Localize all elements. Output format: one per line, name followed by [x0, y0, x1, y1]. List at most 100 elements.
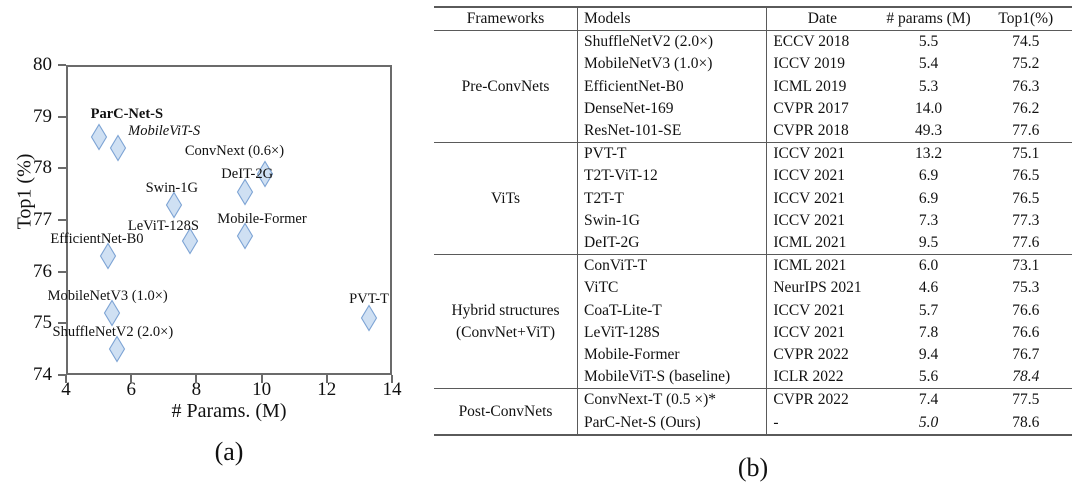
- group-label-line: (ConvNet+ViT): [455, 323, 556, 341]
- cell-params: 7.3: [918, 211, 939, 229]
- cell-params: 6.0: [918, 257, 939, 275]
- cell-top1: 77.3: [1012, 211, 1040, 229]
- cell-params: 5.5: [918, 33, 939, 51]
- cell-model: Mobile-Former: [577, 344, 768, 367]
- cell-top1: 76.7: [1012, 346, 1040, 364]
- cell-date: ECCV 2018: [773, 33, 850, 51]
- cell-model: EfficientNet-B0: [577, 75, 768, 98]
- cell-date: ICML 2021: [773, 234, 847, 252]
- cell-top1: 75.1: [1012, 145, 1040, 163]
- cell-top1: 75.2: [1012, 55, 1040, 73]
- y-tick-mark: [58, 167, 66, 170]
- cell-params: 7.8: [918, 323, 939, 341]
- cell-params: 14.0: [914, 99, 943, 117]
- y-tick-label: 77: [33, 209, 52, 230]
- cell-top1: 75.3: [1012, 279, 1040, 297]
- x-tick-mark: [391, 375, 393, 383]
- cell-date: ICCV 2021: [773, 145, 845, 163]
- cell-top1: 76.6: [1012, 323, 1040, 341]
- cell-date: ICCV 2021: [773, 323, 845, 341]
- table-row: MobileNetV3 (1.0×) ICCV 2019 5.4 75.2: [434, 53, 1072, 76]
- cell-date: ICCV 2021: [773, 301, 845, 319]
- cell-model: LeViT-128S: [577, 321, 768, 345]
- group-label: Hybrid structures (ConvNet+ViT): [434, 254, 578, 389]
- x-tick-label: 6: [126, 379, 136, 400]
- x-tick-mark: [130, 375, 133, 383]
- data-point-label: MobileNetV3 (1.0×): [47, 288, 168, 304]
- cell-model: ConViT-T: [577, 254, 768, 278]
- x-tick-mark: [195, 375, 198, 383]
- cell-top1: 77.6: [1012, 234, 1040, 252]
- cell-date: ICCV 2021: [773, 211, 845, 229]
- cell-params: 5.6: [918, 368, 939, 386]
- group-label: Pre-ConvNets: [434, 30, 578, 143]
- group-label: ViTs: [434, 142, 578, 255]
- cell-model: ShuffleNetV2 (2.0×): [577, 30, 768, 54]
- cell-params: 6.9: [918, 189, 939, 207]
- cell-top1: 78.6: [1012, 413, 1040, 431]
- cell-params: 9.5: [918, 234, 939, 252]
- cell-params: 9.4: [918, 346, 939, 364]
- cell-date: CVPR 2017: [773, 99, 849, 117]
- cell-date: ICCV 2019: [773, 55, 845, 73]
- comparison-table: Frameworks Models Date # params (M) Top1…: [434, 6, 1072, 436]
- cell-date: ICCV 2021: [773, 167, 845, 185]
- table-row: ResNet-101-SE CVPR 2018 49.3 77.6: [434, 120, 1072, 143]
- th-top1: Top1(%): [998, 10, 1054, 27]
- table-header-row: Frameworks Models Date # params (M) Top1…: [434, 7, 1072, 31]
- cell-top1: 74.5: [1012, 33, 1040, 51]
- x-tick-mark: [260, 375, 263, 383]
- y-tick-label: 74: [33, 364, 52, 385]
- cell-model: CoaT-Lite-T: [577, 299, 768, 322]
- cell-model: MobileNetV3 (1.0×): [577, 53, 768, 76]
- cell-model: PVT-T: [577, 142, 768, 166]
- y-tick-mark: [58, 270, 66, 273]
- cell-model: ResNet-101-SE: [577, 120, 768, 143]
- x-tick-label: 4: [61, 379, 71, 400]
- data-point-label: EfficientNet-B0: [50, 231, 144, 248]
- cell-params: 4.6: [918, 279, 939, 297]
- cell-date: ICML 2019: [773, 77, 847, 95]
- cell-params: 5.7: [918, 301, 939, 319]
- data-point-label: LeViT-128S: [127, 217, 199, 234]
- data-point-label: Mobile-Former: [217, 210, 307, 227]
- data-point-label: PVT-T: [349, 291, 389, 308]
- y-tick-label: 75: [33, 312, 52, 334]
- group-label-line: Hybrid structures: [451, 301, 560, 319]
- y-tick-label: 76: [33, 260, 52, 282]
- cell-top1: 77.5: [1012, 391, 1040, 409]
- y-tick-mark: [58, 322, 66, 325]
- table-row: LeViT-128S ICCV 2021 7.8 76.6: [434, 321, 1072, 345]
- cell-model: MobileViT-S (baseline): [577, 366, 768, 389]
- cell-top1: 77.6: [1012, 122, 1040, 140]
- x-tick-label: 8: [191, 379, 202, 400]
- caption-b: (b): [737, 453, 769, 482]
- y-tick-mark: [58, 64, 66, 66]
- data-point-label: ConvNext (0.6×): [184, 142, 285, 159]
- cell-top1: 76.2: [1012, 99, 1040, 117]
- cell-params: 5.4: [918, 55, 939, 73]
- cell-date: CVPR 2018: [773, 122, 849, 140]
- th-models: Models: [577, 7, 768, 31]
- data-point-label: ParC-Net-S: [90, 106, 164, 123]
- cell-top1: 73.1: [1012, 257, 1040, 275]
- cell-date: ICLR 2022: [773, 368, 844, 386]
- cell-top1: 76.3: [1012, 77, 1040, 95]
- x-axis-label: # Params. (M): [171, 400, 287, 422]
- cell-params: 49.3: [914, 122, 943, 140]
- cell-date: CVPR 2022: [773, 391, 849, 409]
- cell-date: -: [773, 413, 779, 431]
